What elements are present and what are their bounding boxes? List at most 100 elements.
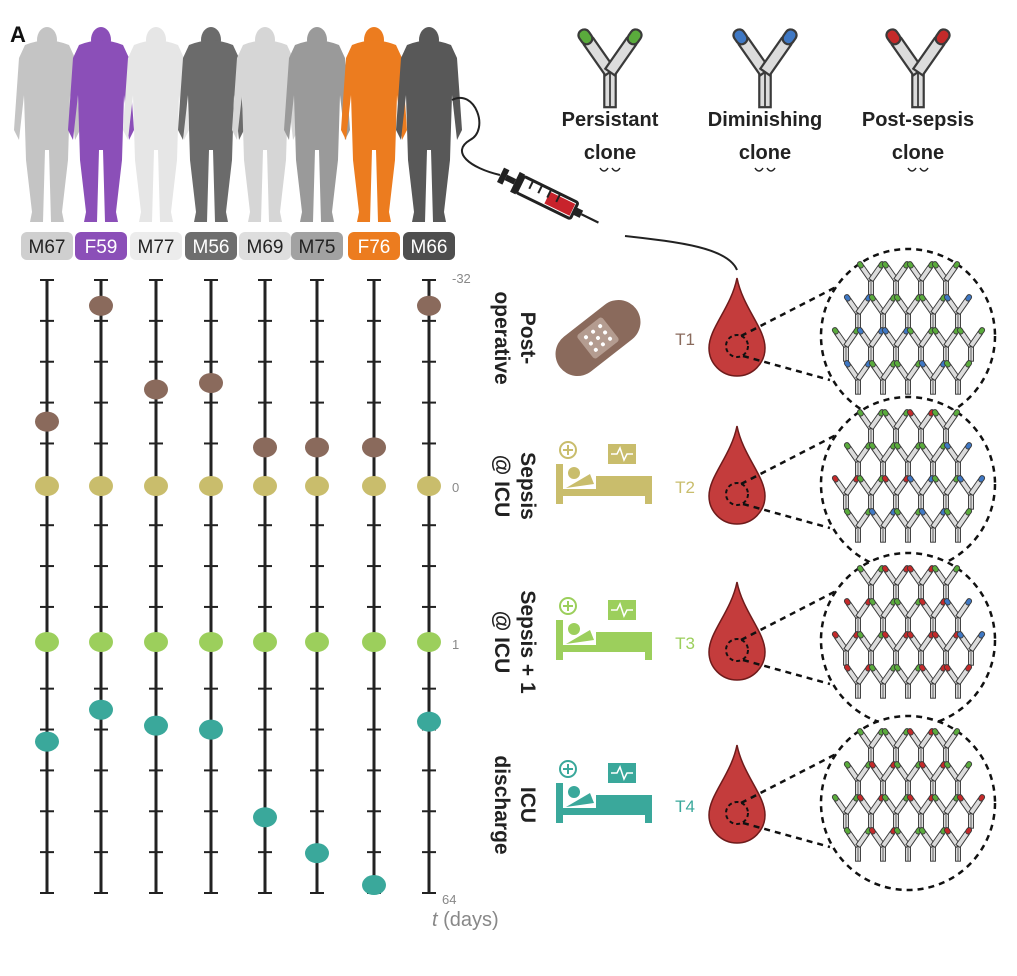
antibody-icon <box>577 28 643 109</box>
timepoint-label: T3 <box>675 634 695 653</box>
antibody-icon <box>893 294 923 329</box>
timeline-M67 <box>35 279 59 894</box>
antibody-icon <box>868 508 898 543</box>
sample-zoom-circle <box>819 247 997 425</box>
postoperative-sample-dot <box>362 437 386 458</box>
hospital-bed-icon <box>556 760 652 823</box>
clone-word: clone <box>739 142 791 164</box>
axis-tick-start: -32 <box>452 271 471 286</box>
antibody-icon <box>943 598 973 633</box>
timeline-M69 <box>253 279 277 894</box>
postoperative-sample-dot <box>305 437 329 458</box>
sepsis-sample-dot <box>305 476 329 496</box>
antibody-icon <box>906 631 936 666</box>
antibody-icon <box>943 508 973 543</box>
discharge-sample-dot <box>35 731 59 752</box>
patient-label-F59: F59 <box>75 232 127 260</box>
zoom-line <box>740 751 839 805</box>
stage-label: Sepsis@ ICU <box>490 452 539 520</box>
antibody-icon <box>906 728 936 763</box>
timeline-F76 <box>362 279 386 896</box>
antibody-icon <box>931 794 961 829</box>
discharge-sample-dot <box>199 719 223 740</box>
antibody-icon <box>918 827 948 862</box>
postoperative-sample-dot <box>35 411 59 432</box>
sepsis-sample-dot <box>417 476 441 496</box>
discharge-sample-dot <box>305 843 329 864</box>
timeline-M66 <box>417 279 441 894</box>
discharge-sample-dot <box>253 807 277 828</box>
sepsis-sample-dot <box>199 476 223 496</box>
antibody-icon <box>918 442 948 477</box>
antibody-icon <box>943 294 973 329</box>
sample-zoom-circle <box>819 395 997 573</box>
discharge-sample-dot <box>362 875 386 896</box>
antibody-icon <box>843 761 873 796</box>
stage-T4: ICUdischarge T4 <box>490 714 997 892</box>
postoperative-sample-dot <box>417 295 441 316</box>
sepsis-plus-1-sample-dot <box>417 632 441 652</box>
postoperative-sample-dot <box>253 437 277 458</box>
antibody-icon <box>893 360 923 395</box>
sepsis-sample-dot <box>362 476 386 496</box>
timeline-M56 <box>199 279 223 894</box>
patient-figure-F59 <box>68 27 134 222</box>
discharge-sample-dot <box>144 715 168 736</box>
antibody-icon <box>868 664 898 699</box>
patient-figure-M75 <box>284 27 350 222</box>
antibody-icon <box>956 475 986 510</box>
stage-label: Post-operative <box>490 291 539 384</box>
axis-label: t (days) <box>432 909 499 931</box>
patient-label-M66: M66 <box>403 232 455 260</box>
antibody-icon <box>931 565 961 600</box>
patient-label-M75: M75 <box>291 232 343 260</box>
zoom-line <box>742 354 831 382</box>
timeline-M75 <box>305 279 329 894</box>
antibody-icon <box>918 360 948 395</box>
clone-word: clone <box>892 142 944 164</box>
antibody-icon <box>831 794 861 829</box>
timeline-M77 <box>144 279 168 894</box>
stage-label: ICUdischarge <box>490 755 539 854</box>
blood-drop-icon <box>708 581 766 681</box>
antibody-icon <box>943 360 973 395</box>
sepsis-plus-1-sample-dot <box>305 632 329 652</box>
patient-id-text: M67 <box>29 237 66 258</box>
sepsis-sample-dot <box>253 476 277 496</box>
zoom-line <box>740 432 839 486</box>
timepoint-label: T4 <box>675 797 695 816</box>
zoom-line <box>742 821 831 849</box>
hospital-bed-icon <box>556 597 652 660</box>
antibody-icon <box>943 827 973 862</box>
antibody-icon <box>906 475 936 510</box>
patient-label-M77: M77 <box>130 232 182 260</box>
zoom-line <box>742 658 831 686</box>
antibody-icon <box>906 261 936 296</box>
patient-id-text: M77 <box>138 237 175 258</box>
antibody-icon <box>956 794 986 829</box>
sample-zoom-circle <box>819 551 997 729</box>
patient-figures <box>14 27 462 222</box>
antibody-icon <box>943 761 973 796</box>
antibody-icon <box>943 442 973 477</box>
antibody-icon <box>856 794 886 829</box>
antibody-icon <box>906 565 936 600</box>
antibody-icon <box>868 360 898 395</box>
panel-label: A <box>10 22 26 47</box>
patient-figure-M67 <box>14 27 80 222</box>
antibody-icon <box>856 261 886 296</box>
clone-name: Post-sepsis <box>862 109 974 131</box>
axis-tick-end: 64 <box>442 892 456 907</box>
blood-drop-icon <box>708 425 766 525</box>
patient-timelines <box>35 279 441 896</box>
sepsis-sample-dot <box>89 476 113 496</box>
antibody-icon <box>881 631 911 666</box>
axis-tick-sepsis-plus-1: 1 <box>452 637 459 652</box>
patient-label-M56: M56 <box>185 232 237 260</box>
clone-legend-post-sepsis: Post-sepsis clone <box>862 28 974 172</box>
patient-figure-F76 <box>341 27 407 222</box>
